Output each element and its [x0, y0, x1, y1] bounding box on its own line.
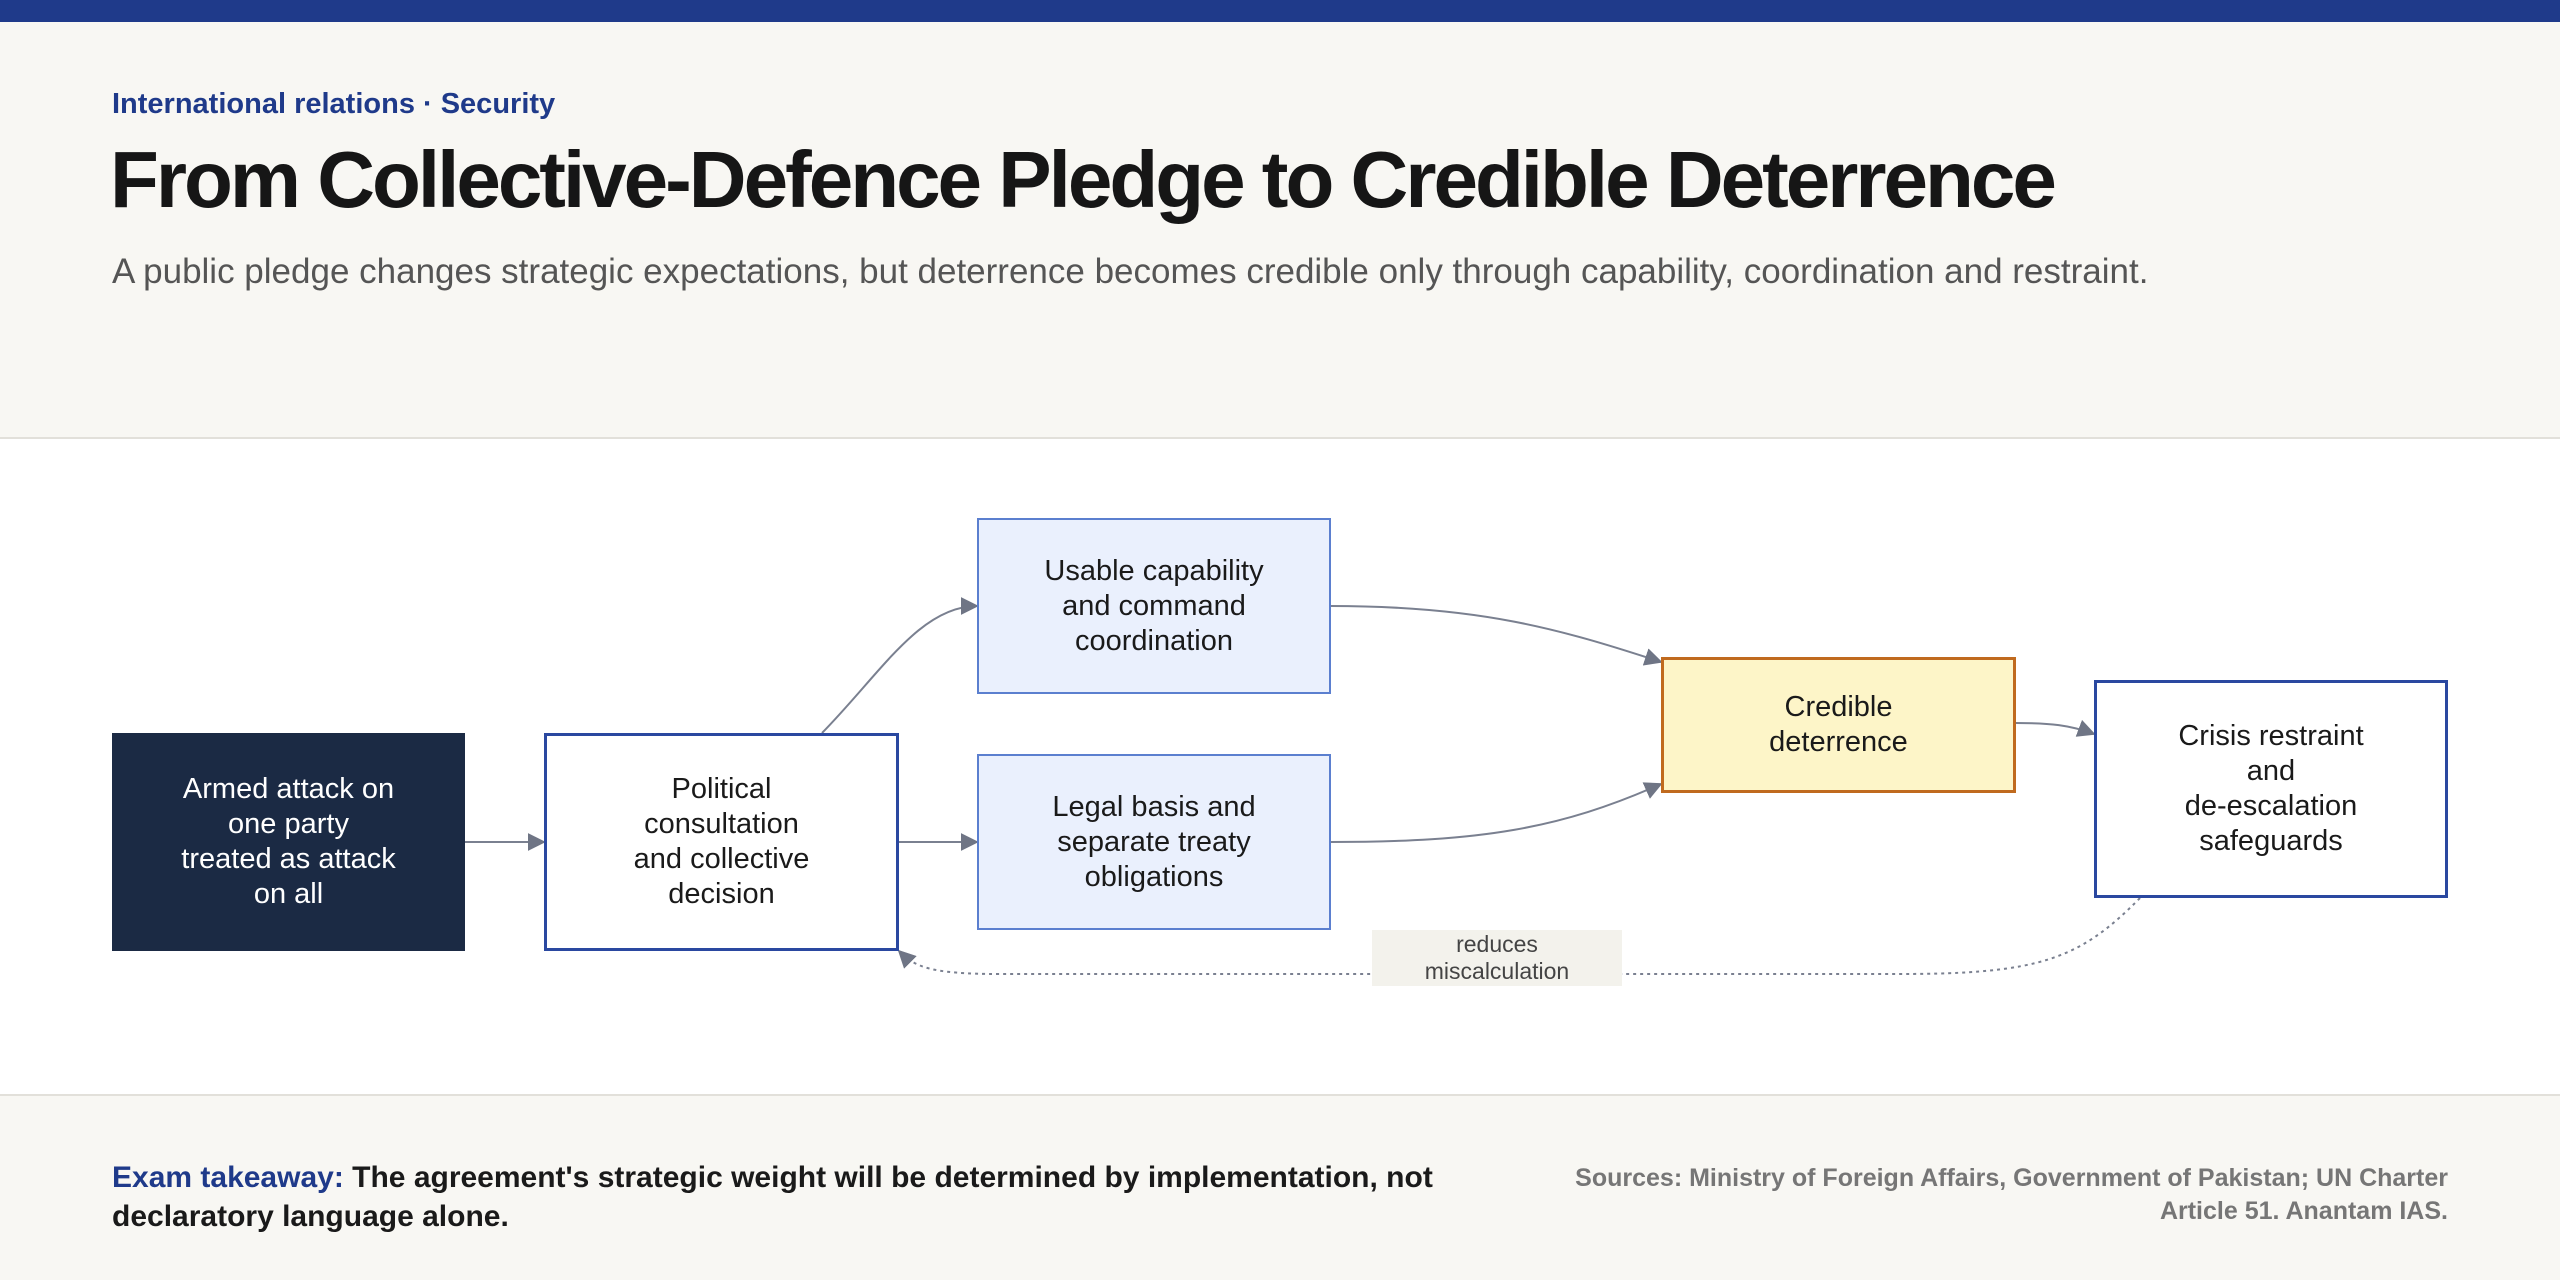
feedback-edge-label: reduces miscalculation	[1372, 930, 1622, 986]
node-armed-attack: Armed attack on one party treated as att…	[112, 733, 465, 951]
edge-capability-to-credible	[1330, 605, 1663, 666]
node-crisis-restraint: Crisis restraint and de-escalation safeg…	[2094, 680, 2448, 898]
page-title: From Collective-Defence Pledge to Credib…	[110, 135, 2057, 224]
sources-note: Sources: Ministry of Foreign Affairs, Go…	[1575, 1164, 2448, 1225]
node-credible-deterrence: Credible deterrence	[1661, 657, 2016, 793]
exam-takeaway: Exam takeaway: The agreement's strategic…	[112, 1158, 1532, 1236]
node-political-consultation: Political consultation and collective de…	[544, 733, 899, 951]
page-subtitle: A public pledge changes strategic expect…	[112, 252, 2149, 291]
edge-political-to-capability	[821, 597, 979, 734]
node-usable-capability: Usable capability and command coordinati…	[977, 518, 1331, 694]
edge-legal-to-credible	[1330, 782, 1663, 843]
edge-credible-to-crisis	[2015, 719, 2096, 737]
takeaway-lead: Exam takeaway:	[112, 1161, 344, 1194]
header: International relations · Security From …	[0, 22, 2560, 439]
footer: Exam takeaway: The agreement's strategic…	[0, 1096, 2560, 1280]
edge-crisis-feedback	[897, 897, 2141, 975]
flow-diagram: Armed attack on one party treated as att…	[0, 439, 2560, 1096]
diagram-edges	[465, 597, 2141, 975]
node-legal-basis: Legal basis and separate treaty obligati…	[977, 754, 1331, 930]
top-accent-bar	[0, 0, 2560, 22]
eyebrow-category: International relations · Security	[112, 88, 556, 120]
takeaway-text: The agreement's strategic weight will be…	[112, 1161, 1433, 1233]
